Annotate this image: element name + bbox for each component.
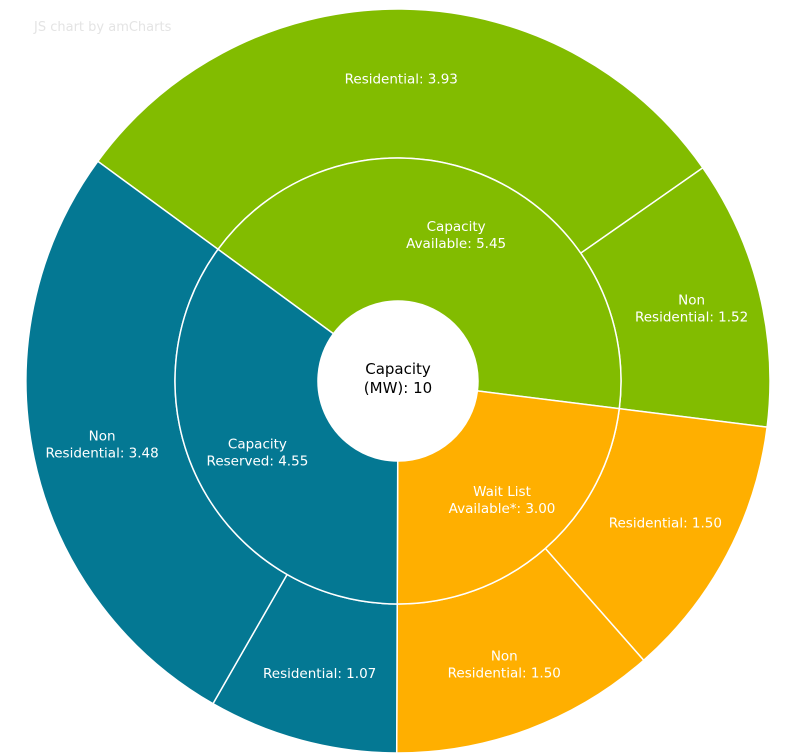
inner-ring [174, 157, 622, 605]
outer-label-residential-1-50: Residential: 1.50 [609, 516, 722, 532]
inner-slice-waitlist[interactable] [396, 390, 621, 605]
amcharts-credit-link[interactable]: JS chart by amCharts [34, 20, 172, 35]
outer-label-residential-3-93: Residential: 3.93 [345, 72, 458, 88]
center-hole [318, 301, 478, 461]
outer-ring [25, 8, 771, 754]
center-label: Capacity(MW): 10 [364, 360, 432, 397]
outer-label-residential-1-07: Residential: 1.07 [263, 666, 376, 682]
